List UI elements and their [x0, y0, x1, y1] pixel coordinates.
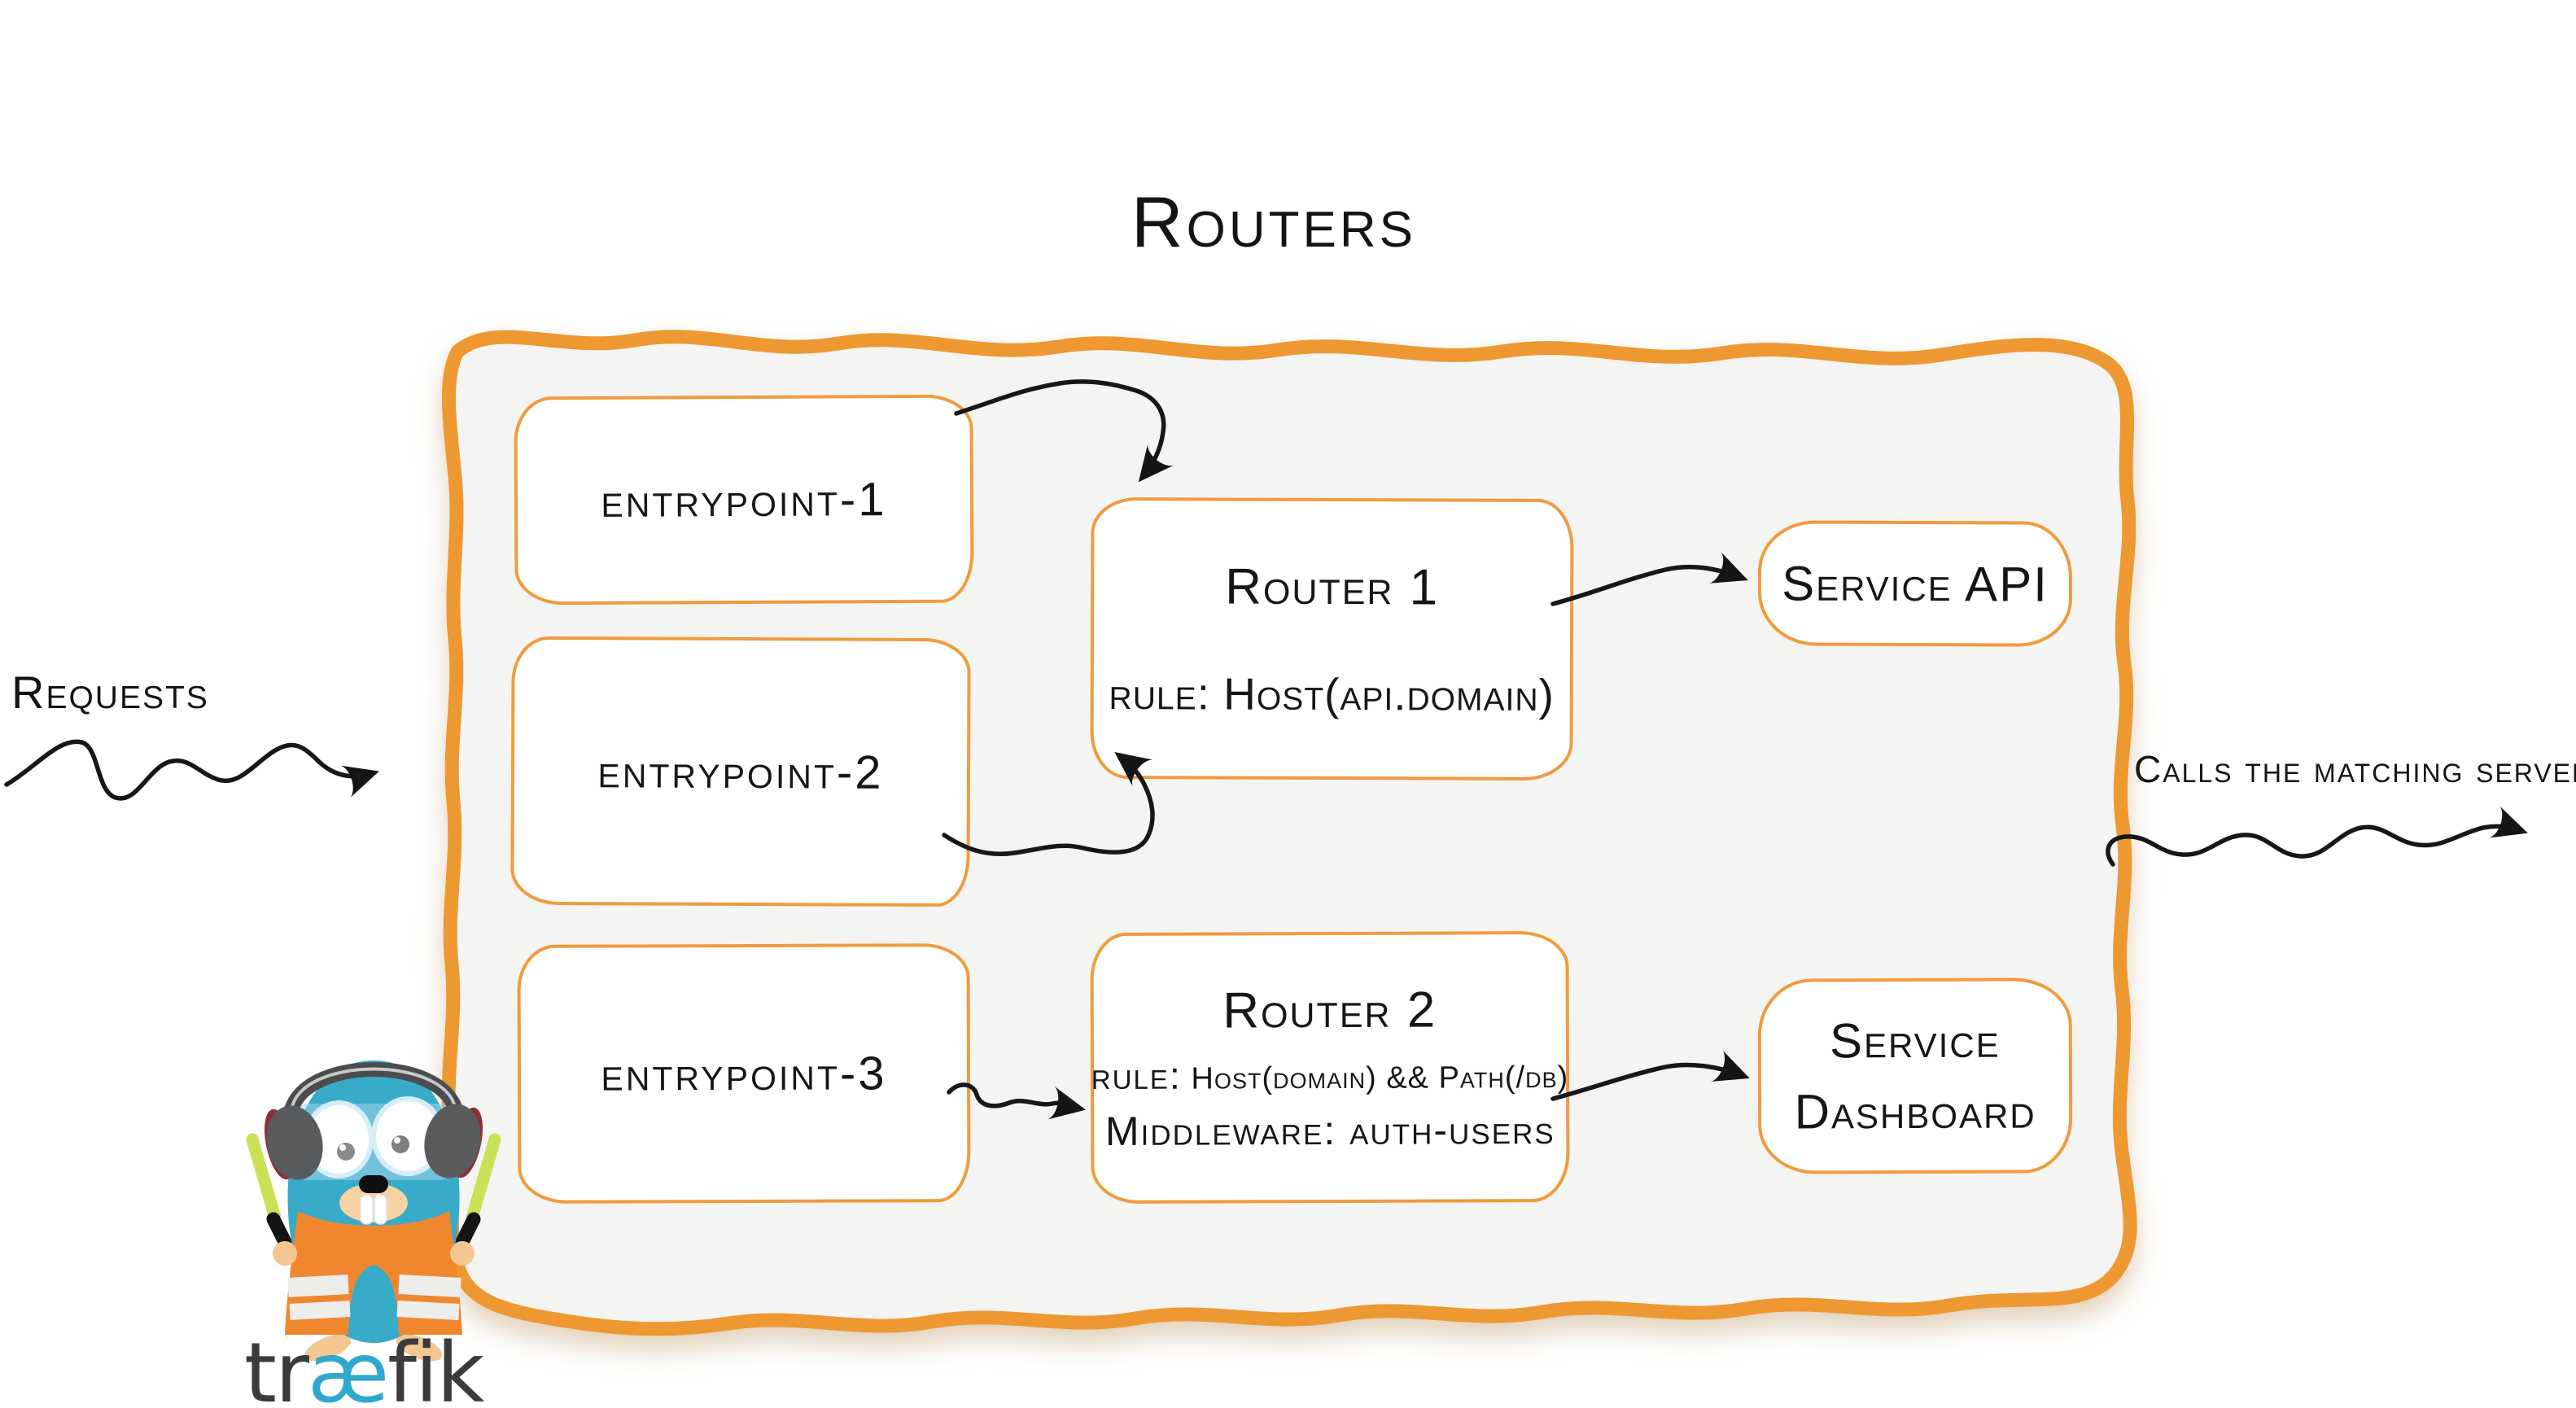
service-dashboard-line1: Service — [1829, 1012, 2001, 1069]
requests-label: Requests — [11, 667, 209, 718]
wordmark-prefix: tr — [244, 1325, 309, 1408]
router-2-name: Router 2 — [1222, 982, 1437, 1039]
wordmark-ae: æ — [307, 1325, 389, 1408]
entrypoint-2-box: entrypoint-2 — [510, 636, 971, 907]
service-dashboard-line2: Dashboard — [1794, 1083, 2036, 1139]
service-dashboard-box: Service Dashboard — [1757, 977, 2073, 1174]
entrypoint-1-box: entrypoint-1 — [514, 394, 974, 606]
traefik-wordmark: træfik — [244, 1325, 484, 1408]
calls-the-matching-server-label: Calls the matching server — [2134, 748, 2576, 790]
entrypoint-3-label: entrypoint-3 — [601, 1046, 887, 1101]
wordmark-suffix: fik — [387, 1325, 484, 1408]
page-title: Routers — [1131, 181, 1416, 262]
router-1-box: Router 1 rule: Host(api.domain) — [1090, 496, 1574, 781]
router-2-rule: rule: Host(domain) && Path(/db) — [1091, 1051, 1569, 1097]
arrow-router2-to-service-dashboard — [1550, 1050, 1750, 1101]
mascot-feet — [304, 1334, 443, 1362]
router-2-box: Router 2 rule: Host(domain) && Path(/db)… — [1090, 930, 1570, 1205]
router-2-rule-prefix: rule: — [1091, 1053, 1182, 1097]
calls-arrow — [2106, 806, 2528, 867]
entrypoint-3-box: entrypoint-3 — [517, 943, 971, 1204]
service-api-label: Service API — [1782, 555, 2049, 612]
mascot-nose — [359, 1175, 388, 1193]
entrypoint-2-label: entrypoint-2 — [597, 744, 884, 799]
router-1-name: Router 1 — [1225, 558, 1440, 615]
traefik-mascot — [246, 1060, 501, 1362]
mascot-goggles — [304, 1096, 444, 1178]
entrypoint-1-label: entrypoint-1 — [601, 472, 887, 527]
requests-arrow — [4, 739, 379, 801]
router-2-middleware: Middleware: auth-users — [1104, 1106, 1555, 1154]
arrow-router1-to-service-api — [1550, 552, 1748, 606]
mascot-teeth — [360, 1194, 387, 1225]
router-2-rule-body: Host(domain) && Path(/db) — [1191, 1060, 1569, 1096]
router-1-rule: rule: Host(api.domain) — [1109, 667, 1555, 720]
arrow-entrypoint1-to-router1 — [954, 379, 1174, 483]
mascot-muzzle — [339, 1183, 408, 1222]
service-api-box: Service API — [1757, 520, 2073, 647]
